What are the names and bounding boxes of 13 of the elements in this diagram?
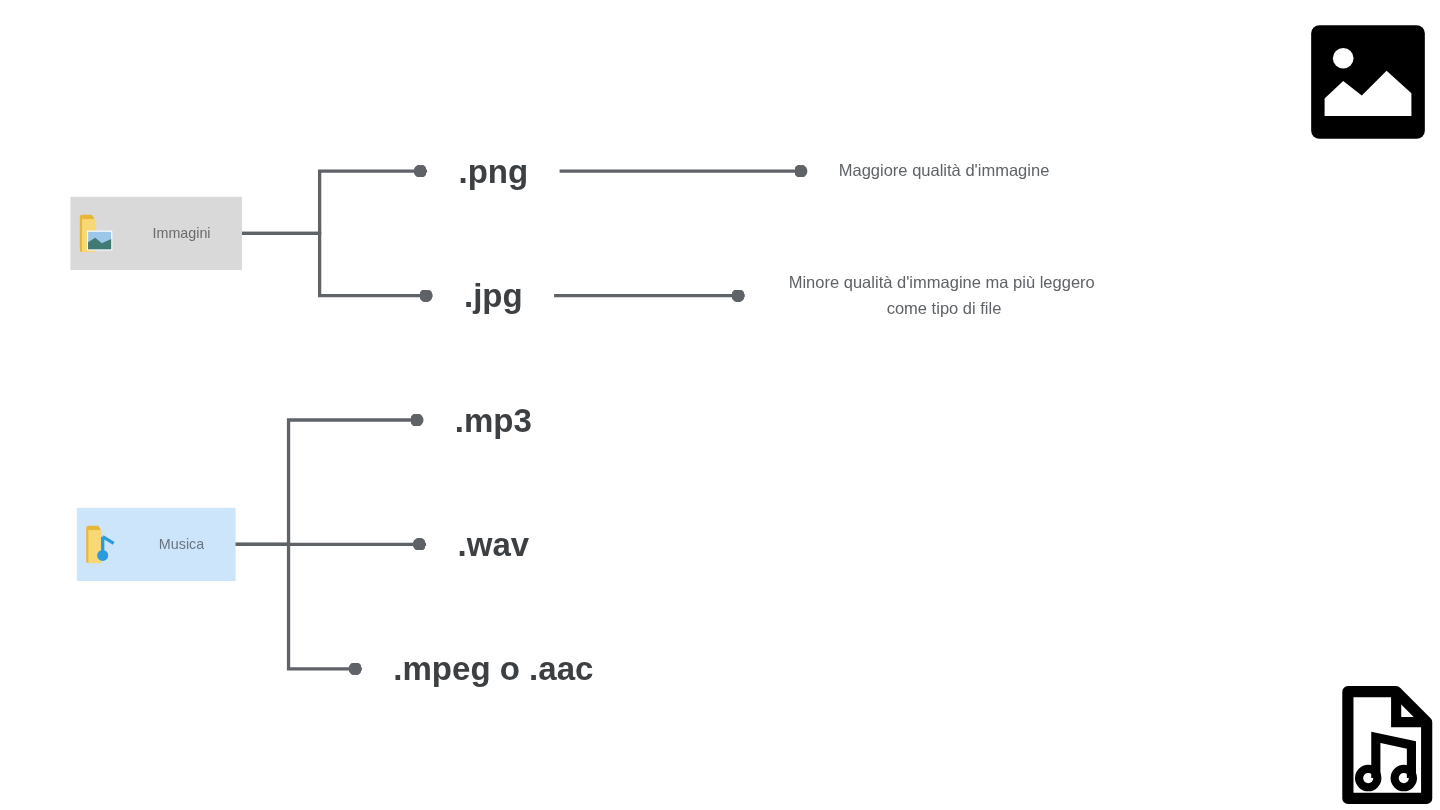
connector — [241, 231, 434, 303]
node-text: Minore qualità d'immagine ma più leggero come tipo di file — [788, 273, 1095, 317]
node-text: .wav — [457, 526, 530, 563]
node-text: .jpg — [463, 277, 523, 314]
node-text: .png — [458, 153, 529, 190]
node-text: .mpeg o .aac — [393, 650, 594, 687]
connector — [559, 164, 808, 178]
node-box: Immagini — [70, 196, 242, 270]
node-text: .mp3 — [454, 401, 532, 439]
node-box: Musica — [76, 507, 236, 581]
node-text: Maggiore qualità d'immagine — [838, 161, 1050, 180]
connector — [235, 542, 363, 676]
connector — [553, 288, 746, 303]
